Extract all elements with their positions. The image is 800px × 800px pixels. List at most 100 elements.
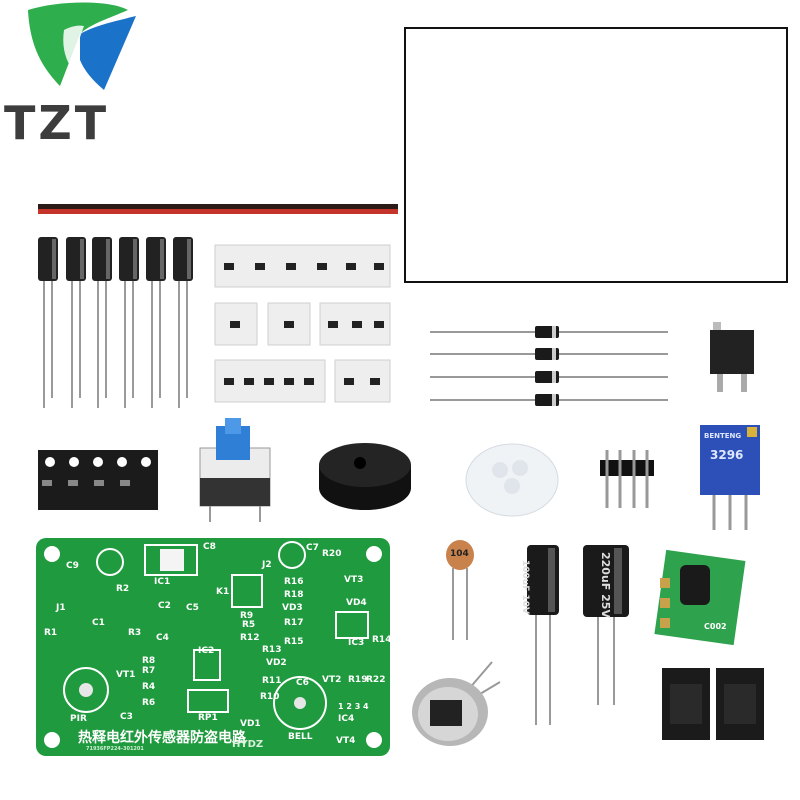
inset-c1-label: C1 [466,126,478,135]
large-electrolytic-capacitors [527,545,629,725]
inset-ic2-label: IC2 [582,150,597,159]
main-c5-label: C5 [186,603,199,613]
main-j1-label: J1 [56,603,66,613]
inset-ic3-label: IC3 [726,140,741,149]
main-r22-label: R22 [366,675,386,685]
main-r10-label: R10 [260,692,280,702]
main-r19-label: R19 [348,675,368,685]
small-electrolytic-capacitors [38,237,193,408]
smd-resistor-strips [214,244,391,403]
main-r6-label: R6 [142,698,156,708]
main-c2-label: C2 [158,601,171,611]
inset-r5-label: R5 [620,116,632,125]
main-rp1-label: RP1 [198,713,218,723]
main-pcb-part-code: 71936FP224-301201 [86,746,144,752]
main-r14-label: R14 [372,635,392,645]
inset-c2-label: C2 [546,102,558,111]
ceramic-cap-code: 104 [450,549,469,559]
inset-ic1-label: IC1 [540,84,555,93]
main-r5-label: R5 [242,620,256,630]
inset-ic4-label: IC4 [746,214,761,223]
main-ic2-label: IC2 [198,646,215,656]
potentiometer-code: 3296 [710,448,744,462]
main-r15-label: R15 [284,637,304,647]
main-c6-label: C6 [296,678,309,688]
inset-r8-label: R8 [520,154,532,163]
inset-r10-label: R10 [648,196,666,205]
main-ic3-label: IC3 [348,638,365,648]
main-vt1-label: VT1 [116,670,136,680]
inset-vd4-label: VD4 [728,102,747,111]
inset-r20-label: R20 [702,58,720,67]
inset-c5-label: C5 [574,110,586,119]
push-button [199,418,271,522]
electrolytic-cap-2-label: 220uF 25V [599,552,612,618]
main-j2-label: J2 [262,560,272,570]
inset-frame [404,27,788,283]
main-vt3-label: VT3 [344,575,364,585]
main-ic4-label: IC4 [338,714,355,724]
diodes [430,326,668,406]
inset-vt3-label: VT3 [722,84,740,93]
ceramic-capacitor [446,540,474,640]
electrolytic-cap-1-label: 100uF 10V [520,560,530,614]
inset-j1-label: J1 [444,108,453,117]
main-k1-label: K1 [216,587,230,597]
main-r9-label: R9 [240,611,254,621]
main-r16-label: R16 [284,577,304,587]
wire-pair [38,204,398,214]
inset-r4-label: R4 [526,184,538,193]
main-pcb-brand-mark: HYDZ [232,739,264,750]
main-r12-label: R12 [240,633,260,643]
main-pir-label: PIR [70,714,87,724]
inset-r14-label: R14 [750,140,768,149]
inset-pir-label: PIR [442,212,457,221]
inset-vt4-label: VT4 [718,240,736,249]
main-c7-label: C7 [306,543,319,553]
main-r1-label: R1 [44,628,58,638]
main-pcb [36,538,390,756]
smd-resistor-chips [224,263,384,385]
inset-pot-code2: 811 [576,205,589,212]
main-c8-label: C8 [203,542,216,552]
brand-name: TZT [4,96,110,150]
inset-r3-label: R3 [488,110,500,119]
pin-header [600,450,654,508]
main-pin-numbers: 1 2 3 4 [338,702,369,711]
potentiometer-brand: BENTENG [704,432,742,440]
main-c3-label: C3 [120,712,133,722]
inset-c6-label: C6 [682,184,694,193]
main-c4-label: C4 [156,633,169,643]
main-vt2-label: VT2 [322,675,342,685]
main-r11-label: R11 [262,676,282,686]
pir-sensor [412,661,501,746]
main-r7-label: R7 [142,666,156,676]
inset-pcb-title: 热释电红外传感器防盗电路 [468,238,613,252]
inset-vt2-label: VT2 [702,180,720,189]
main-vt4-label: VT4 [336,736,356,746]
main-vd1-label: VD1 [240,719,261,729]
ic-chips [662,668,764,740]
inset-r6-label: R6 [512,194,524,203]
main-r4-label: R4 [142,682,156,692]
buzzer [319,443,411,510]
main-pcb-title: 热释电红外传感器防盗电路 [78,730,246,746]
timer-module [654,549,746,646]
inset-k1-label: K1 [600,90,612,99]
voltage-regulator [710,322,754,392]
inset-r7-label: R7 [520,168,532,177]
transistor-tape [38,450,158,510]
inset-r11-label: R11 [660,164,678,173]
inset-r16-label: R16 [662,84,680,93]
main-vd4-label: VD4 [346,598,367,608]
inset-r18-label: R18 [662,98,680,107]
main-r20-label: R20 [322,549,342,559]
inset-vd3-label: VD3 [666,112,685,121]
pir-lens [465,443,559,517]
main-vd3-label: VD3 [282,603,303,613]
inset-vd1-label: VD1 [628,212,647,221]
main-ic1-label: IC1 [154,577,171,587]
main-bell-label: BELL [288,732,313,742]
main-r3-label: R3 [128,628,142,638]
main-r8-label: R8 [142,656,156,666]
